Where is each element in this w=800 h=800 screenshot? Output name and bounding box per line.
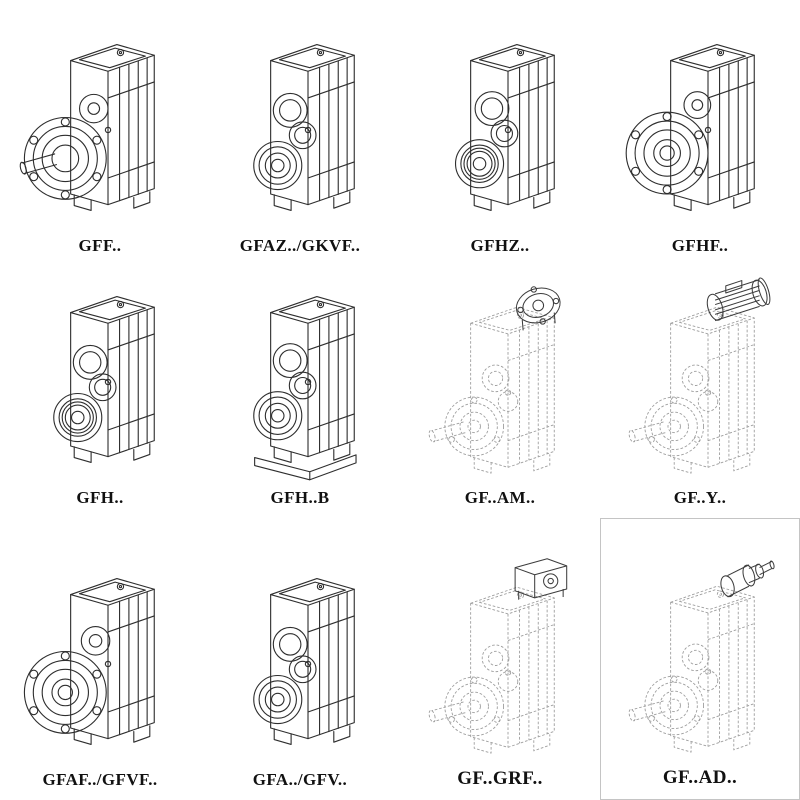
gearbox-drawing-gf-grf [414,522,586,766]
model-label-gfh: GFH.. [76,488,124,507]
model-label-gf-y: GF..Y.. [673,488,727,507]
gearbox-drawing-gfa-gfv [214,522,386,768]
gearbox-drawing-gf-y [614,270,786,486]
mounted-motor-part [706,277,771,322]
gearbox-drawing-gfh-b [214,270,386,486]
model-label-gf-grf: GF..GRF.. [457,768,543,789]
catalog-cell-gf-y: GF..Y.. [600,266,800,518]
catalog-cell-gfhz: GFHZ.. [400,0,600,266]
model-label-gfhz: GFHZ.. [470,236,530,255]
model-label-gfh-b: GFH..B [270,488,330,507]
model-label-gf-ad: GF..AD.. [662,767,738,788]
gearbox-drawing-gfhz [414,4,586,234]
gearbox-drawing-gfh [14,270,186,486]
model-label-gf-am: GF..AM.. [464,488,536,507]
catalog-cell-gfaf-gfvf: GFAF../GFVF.. [0,518,200,800]
gearbox-drawing-gff [14,4,186,234]
catalog-cell-gf-grf: GF..GRF.. [400,518,600,800]
model-label-gfa-gfv: GFA../GFV.. [252,770,348,789]
bracket-adapter-part [514,558,568,600]
input-shaft-adapter-part [720,560,775,598]
input-flange-adapter-part [515,286,561,331]
catalog-cell-gfh-b: GFH..B [200,266,400,518]
catalog-cell-gf-ad: GF..AD.. [600,518,800,800]
model-label-gfaf-gfvf: GFAF../GFVF.. [42,770,158,789]
gearbox-drawing-gfaf-gfvf [14,522,186,768]
catalog-cell-gfhf: GFHF.. [600,0,800,266]
catalog-cell-gfh: GFH.. [0,266,200,518]
model-label-gfhf: GFHF.. [671,236,729,255]
gearbox-drawing-gf-am [414,270,586,486]
catalog-cell-gff: GFF.. [0,0,200,266]
catalog-cell-gf-am: GF..AM.. [400,266,600,518]
gearbox-drawing-gfhf [614,4,786,234]
model-label-gfaz-gkvf: GFAZ../GKVF.. [239,236,361,255]
model-label-gff: GFF.. [78,236,122,255]
gearbox-drawing-gfaz-gkvf [214,4,386,234]
catalog-cell-gfa-gfv: GFA../GFV.. [200,518,400,800]
gearbox-drawing-gf-ad [614,523,786,765]
catalog-cell-gfaz-gkvf: GFAZ../GKVF.. [200,0,400,266]
